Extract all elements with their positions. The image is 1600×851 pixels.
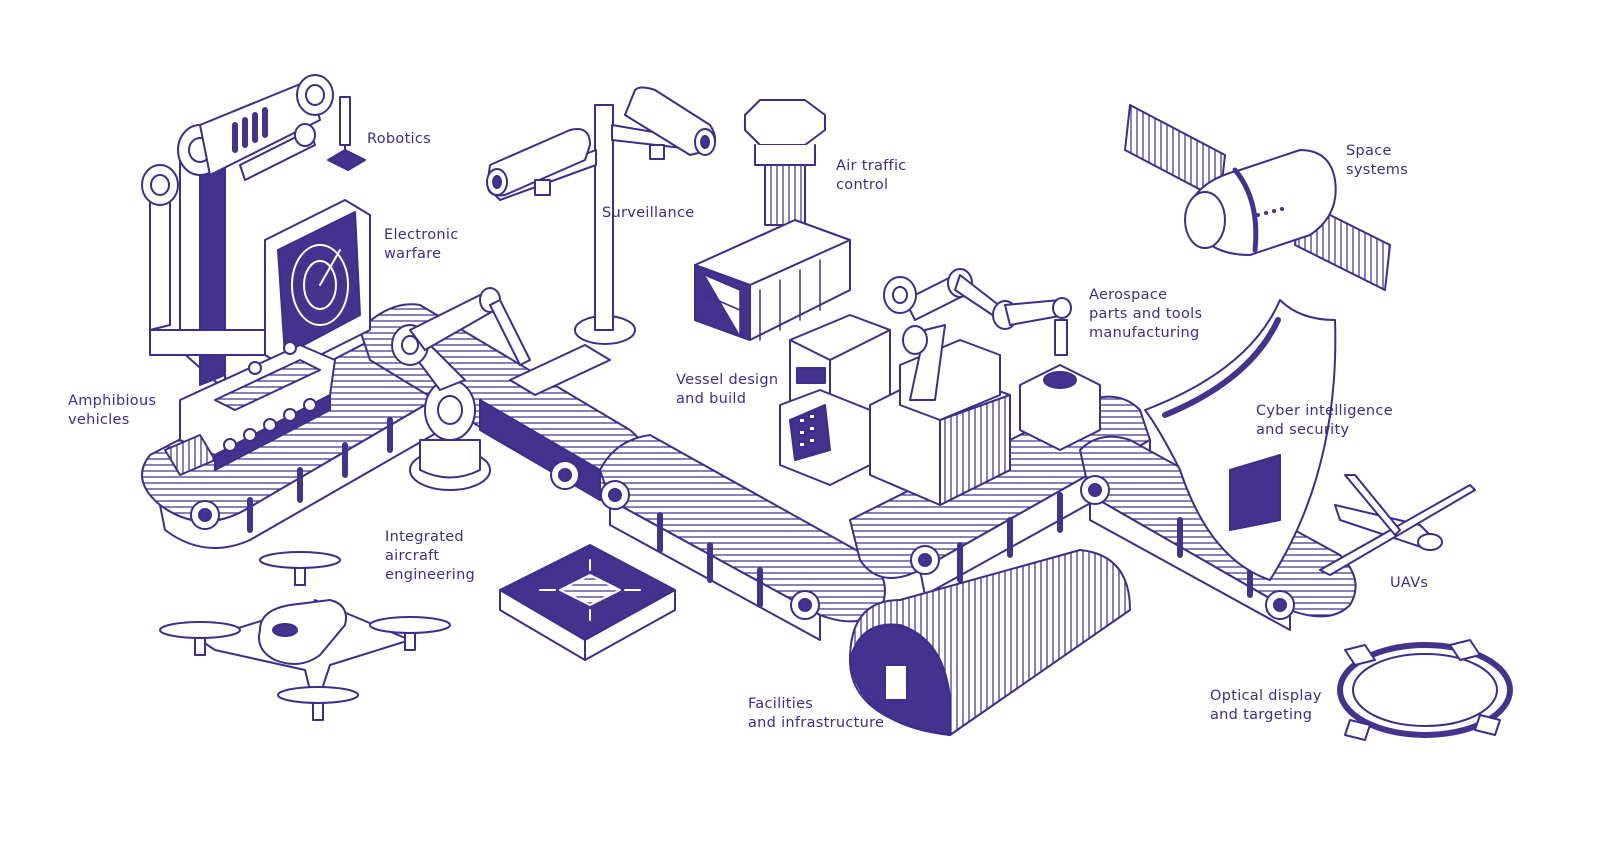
security-camera-icon <box>486 86 716 345</box>
label-electronic-warfare: Electronic warfare <box>384 227 459 262</box>
hangar-icon <box>849 549 1131 736</box>
label-aerospace-manufacturing: Aerospace parts and tools manufacturing <box>1089 287 1203 341</box>
label-uavs: UAVs <box>1390 575 1429 591</box>
label-integrated-aircraft: Integrated aircraft engineering <box>385 529 476 583</box>
microchip-icon <box>499 544 676 661</box>
uav-plane-icon <box>1319 474 1476 576</box>
label-vessel-design: Vessel design and build <box>676 372 779 407</box>
label-space-systems: Space systems <box>1346 143 1409 178</box>
shield-icon <box>1144 299 1337 581</box>
quadcopter-drone-icon <box>159 551 451 721</box>
label-facilities: Facilities and infrastructure <box>748 696 885 731</box>
radar-screen-icon <box>264 199 371 371</box>
industrial-robot-icon <box>391 287 611 491</box>
amphibious-vehicle-icon <box>164 341 336 476</box>
robot-arm-icon <box>141 74 366 391</box>
crosshair-ring-icon <box>1337 639 1513 741</box>
label-robotics: Robotics <box>367 131 432 147</box>
label-air-traffic-control: Air traffic control <box>836 158 907 193</box>
label-cyber-security: Cyber intelligence and security <box>1256 403 1393 438</box>
control-tower-icon <box>694 99 851 341</box>
label-amphibious-vehicles: Amphibious vehicles <box>68 393 157 428</box>
label-surveillance: Surveillance <box>602 205 695 221</box>
label-optical-display: Optical display and targeting <box>1210 688 1322 723</box>
control-panel-icon <box>779 268 1101 506</box>
satellite-icon <box>1124 104 1391 291</box>
